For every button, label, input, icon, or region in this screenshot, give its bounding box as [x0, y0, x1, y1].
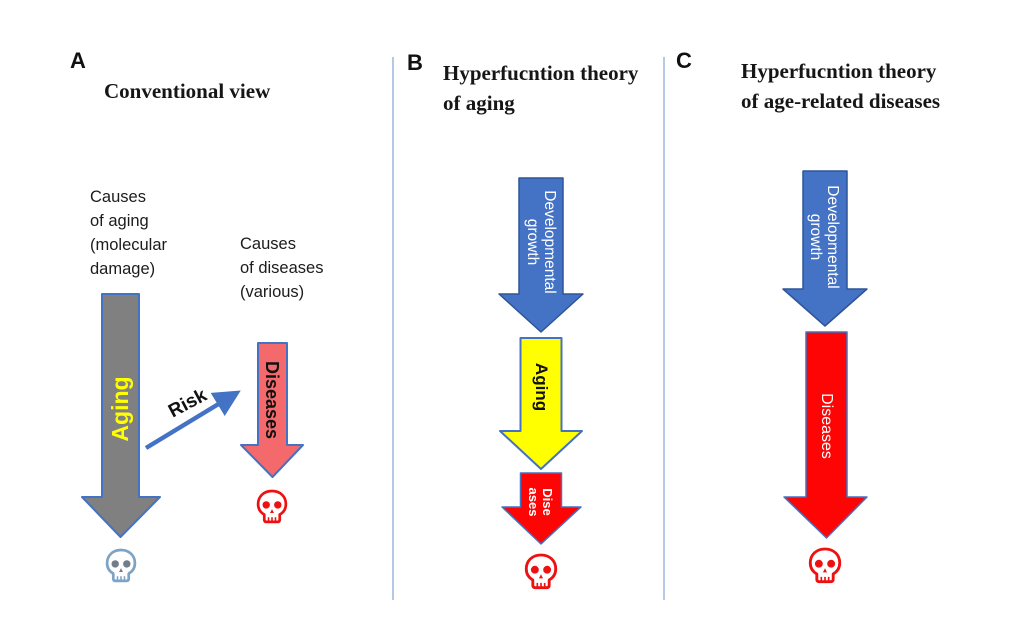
causes-of-diseases-label: Causes of diseases (various) — [240, 235, 324, 301]
diseases-arrow-label-c: Diseases — [818, 393, 835, 459]
panel-divider-ab — [392, 57, 394, 600]
growth-arrow-label-c: Developmental growth — [807, 185, 841, 289]
skull-icon-red-b — [524, 553, 558, 590]
diseases-down-arrow-a — [240, 342, 304, 478]
aging-down-arrow — [81, 293, 161, 538]
panel-a-letter: A — [70, 48, 86, 73]
growth-arrow-label-b: Developmental growth — [524, 190, 558, 294]
risk-arrow — [144, 390, 241, 450]
growth-down-arrow-c — [782, 170, 868, 327]
diseases-down-arrow-b — [501, 472, 582, 545]
panel-b-title: Hyperfucntion theory of aging — [443, 61, 639, 115]
skull-icon-red-a — [256, 489, 288, 524]
panel-a-title: Conventional view — [104, 79, 271, 103]
aging-down-arrow-b — [499, 337, 583, 470]
growth-down-arrow-b — [498, 177, 584, 333]
skull-icon-red-c — [808, 547, 842, 584]
skull-icon-blue — [105, 548, 137, 583]
diseases-arrow-label-a: Diseases — [262, 360, 283, 440]
panel-c-letter: C — [676, 48, 692, 73]
panel-c-title: Hyperfucntion theory of age-related dise… — [741, 59, 941, 113]
aging-arrow-label-b: Aging — [532, 362, 551, 412]
panel-b-letter: B — [407, 50, 423, 75]
diseases-arrow-label-b: Dise ases — [526, 487, 555, 517]
aging-arrow-label: Aging — [106, 376, 133, 442]
causes-of-aging-label: Causes of aging (molecular damage) — [90, 188, 168, 278]
panel-divider-bc — [663, 57, 665, 600]
diseases-down-arrow-c — [783, 331, 868, 539]
